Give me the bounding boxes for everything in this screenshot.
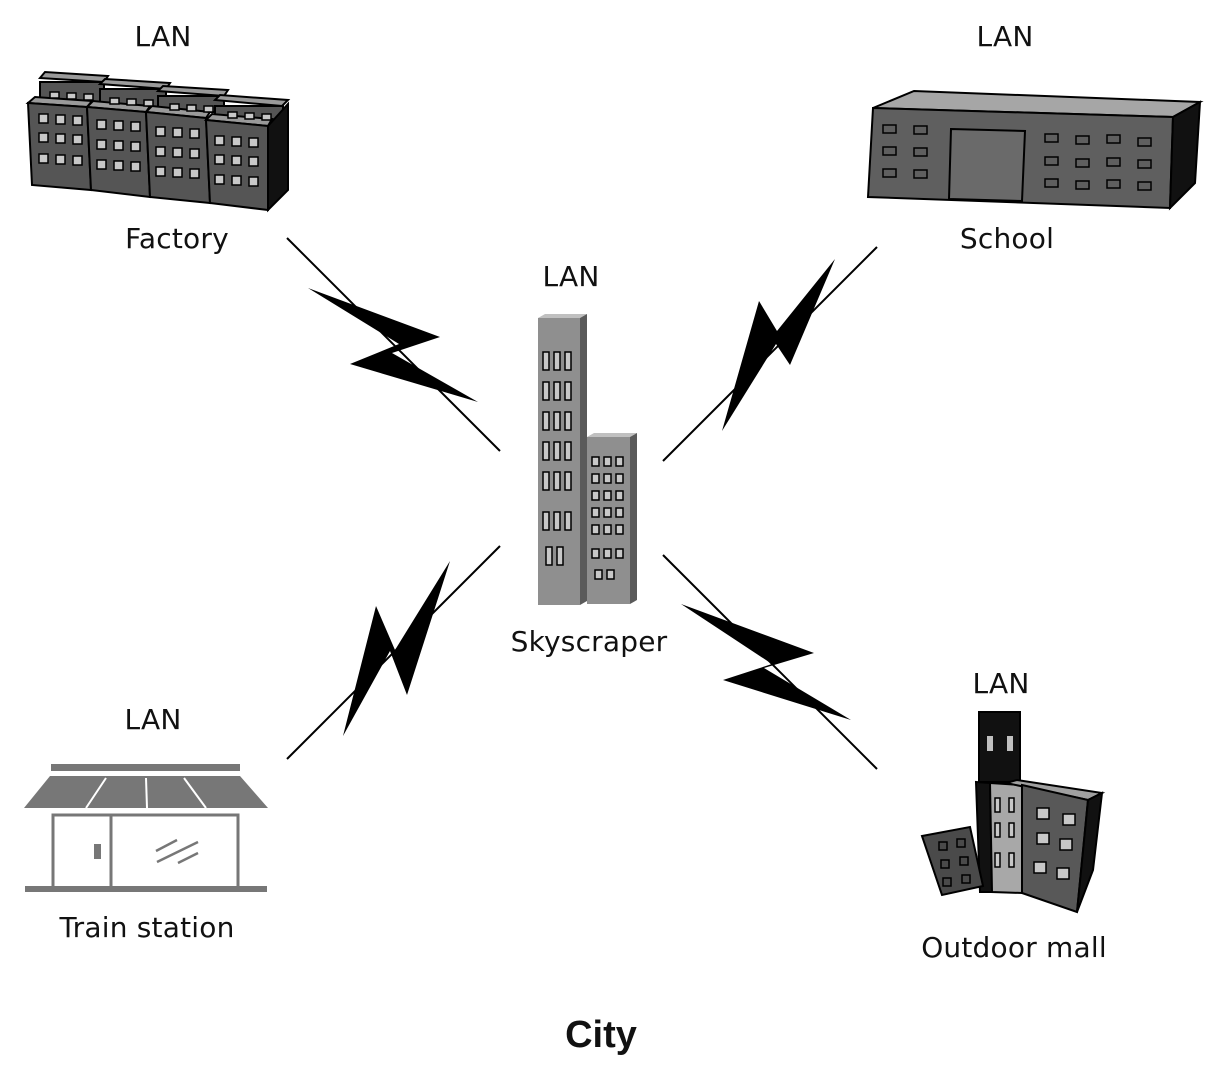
school-building-icon (866, 89, 1204, 211)
link-train-station (286, 545, 501, 760)
train-station-lan-label: LAN (124, 703, 182, 736)
skyscraper-label: Skyscraper (510, 625, 668, 658)
factory-lan-label: LAN (134, 20, 192, 53)
mall-buildings-icon (920, 711, 1106, 914)
diagram-title: City (565, 1014, 637, 1056)
train-station-label: Train station (59, 911, 235, 944)
storefront-icon (24, 764, 268, 892)
lightning-bolt-icon (681, 604, 851, 720)
outdoor-mall-lan-label: LAN (972, 667, 1030, 700)
factory-label: Factory (125, 222, 229, 255)
link-factory (286, 237, 501, 452)
skyscraper-icon (538, 314, 637, 605)
link-outdoor-mall (662, 554, 878, 770)
link-line (662, 246, 878, 462)
school-lan-label: LAN (976, 20, 1034, 53)
lightning-bolt-icon (722, 259, 835, 431)
outdoor-mall-label: Outdoor mall (921, 931, 1107, 964)
lightning-bolt-icon (343, 561, 450, 736)
skyscraper-lan-label: LAN (542, 260, 600, 293)
factory-buildings-icon (25, 70, 291, 213)
school-label: School (959, 222, 1055, 255)
link-school (662, 246, 878, 462)
link-line (286, 237, 501, 452)
